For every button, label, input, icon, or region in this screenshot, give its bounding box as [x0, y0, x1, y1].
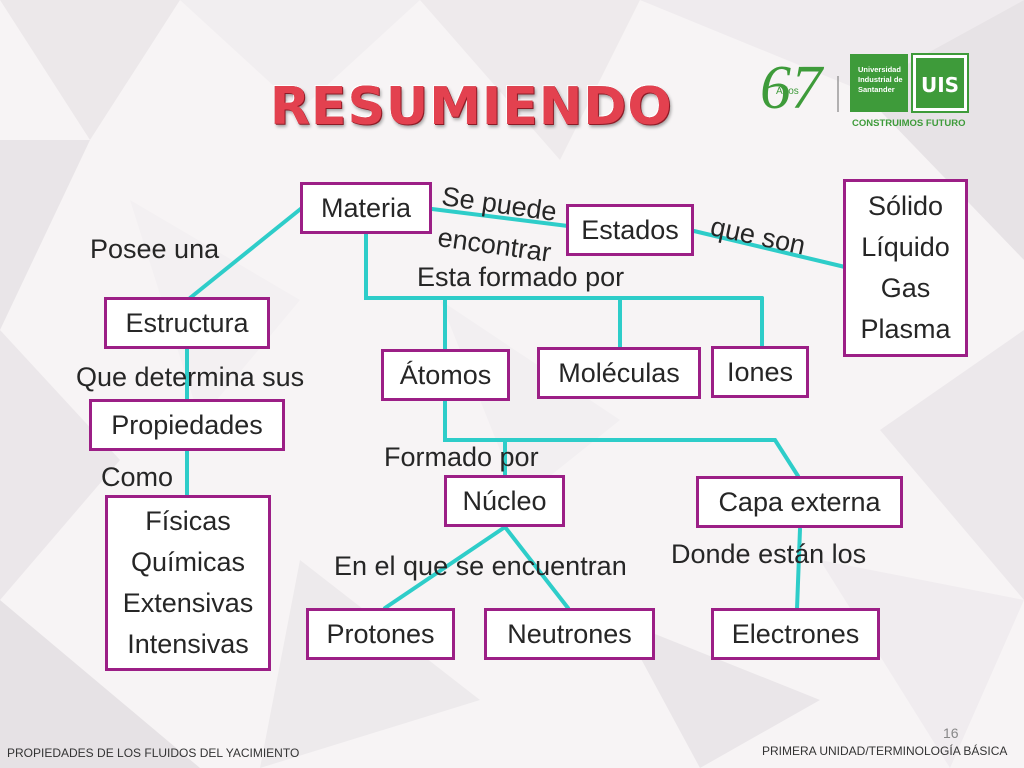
footer-left: PROPIEDADES DE LOS FLUIDOS DEL YACIMIENT…: [7, 746, 300, 760]
label-esta-formado-por: Esta formado por: [417, 262, 625, 292]
propiedad-item: Físicas: [145, 506, 231, 536]
connector-nucleo-neutrones: [503, 525, 570, 610]
anniversary-word: Años: [776, 86, 799, 97]
estado-item: Líquido: [861, 232, 950, 262]
node-materia: Materia: [300, 182, 432, 234]
estado-item: Gas: [880, 273, 931, 303]
connector-materia-componentes: [364, 232, 764, 300]
label-como: Como: [101, 462, 174, 492]
label-donde-estan-los: Donde están los: [671, 539, 867, 569]
node-propiedades: Propiedades: [89, 399, 285, 451]
label-posee-una: Posee una: [90, 234, 220, 264]
estado-item: Plasma: [860, 314, 951, 344]
estado-item: Sólido: [867, 191, 944, 221]
node-estados-list: Sólido Líquido Gas Plasma: [843, 179, 968, 357]
connector-materia-estructura: [188, 205, 305, 300]
label-que-determina-sus: Que determina sus: [76, 362, 305, 392]
label-en-el-que-se-encuentran: En el que se encuentran: [334, 551, 627, 581]
university-tagline: CONSTRUIMOS FUTURO: [852, 118, 965, 129]
node-neutrones: Neutrones: [484, 608, 655, 660]
connector-atomos-capa: [443, 398, 800, 478]
node-atomos: Átomos: [381, 349, 510, 401]
propiedad-item: Extensivas: [122, 588, 254, 618]
connector-estados-list: [692, 229, 847, 269]
node-protones: Protones: [306, 608, 455, 660]
anniversary-number: 67: [760, 54, 825, 122]
connector-capa-electrones: [795, 527, 802, 611]
connector-materia-estados: [430, 207, 570, 228]
node-moleculas: Moléculas: [537, 347, 701, 399]
node-estados: Estados: [566, 204, 694, 256]
university-logo: 67 Años Universidad Industrial de Santan…: [760, 53, 969, 129]
page-number: 16: [943, 725, 959, 741]
university-monogram: UIS: [921, 73, 959, 97]
node-propiedades-list: Físicas Químicas Extensivas Intensivas: [105, 495, 271, 671]
footer-right: PRIMERA UNIDAD/TERMINOLOGÍA BÁSICA: [762, 744, 1008, 758]
label-formado-por: Formado por: [384, 442, 539, 472]
university-line2: Industrial de: [858, 75, 903, 84]
slide-title: RESUMIENDO: [270, 77, 673, 137]
node-iones: Iones: [711, 346, 809, 398]
propiedad-item: Intensivas: [127, 629, 249, 659]
node-estructura: Estructura: [104, 297, 270, 349]
node-capa-externa: Capa externa: [696, 476, 903, 528]
node-electrones: Electrones: [711, 608, 880, 660]
propiedad-item: Químicas: [130, 547, 246, 577]
node-nucleo: Núcleo: [444, 475, 565, 527]
connector-nucleo-protones: [383, 525, 507, 610]
university-line1: Universidad: [858, 65, 901, 74]
university-line3: Santander: [858, 85, 895, 94]
